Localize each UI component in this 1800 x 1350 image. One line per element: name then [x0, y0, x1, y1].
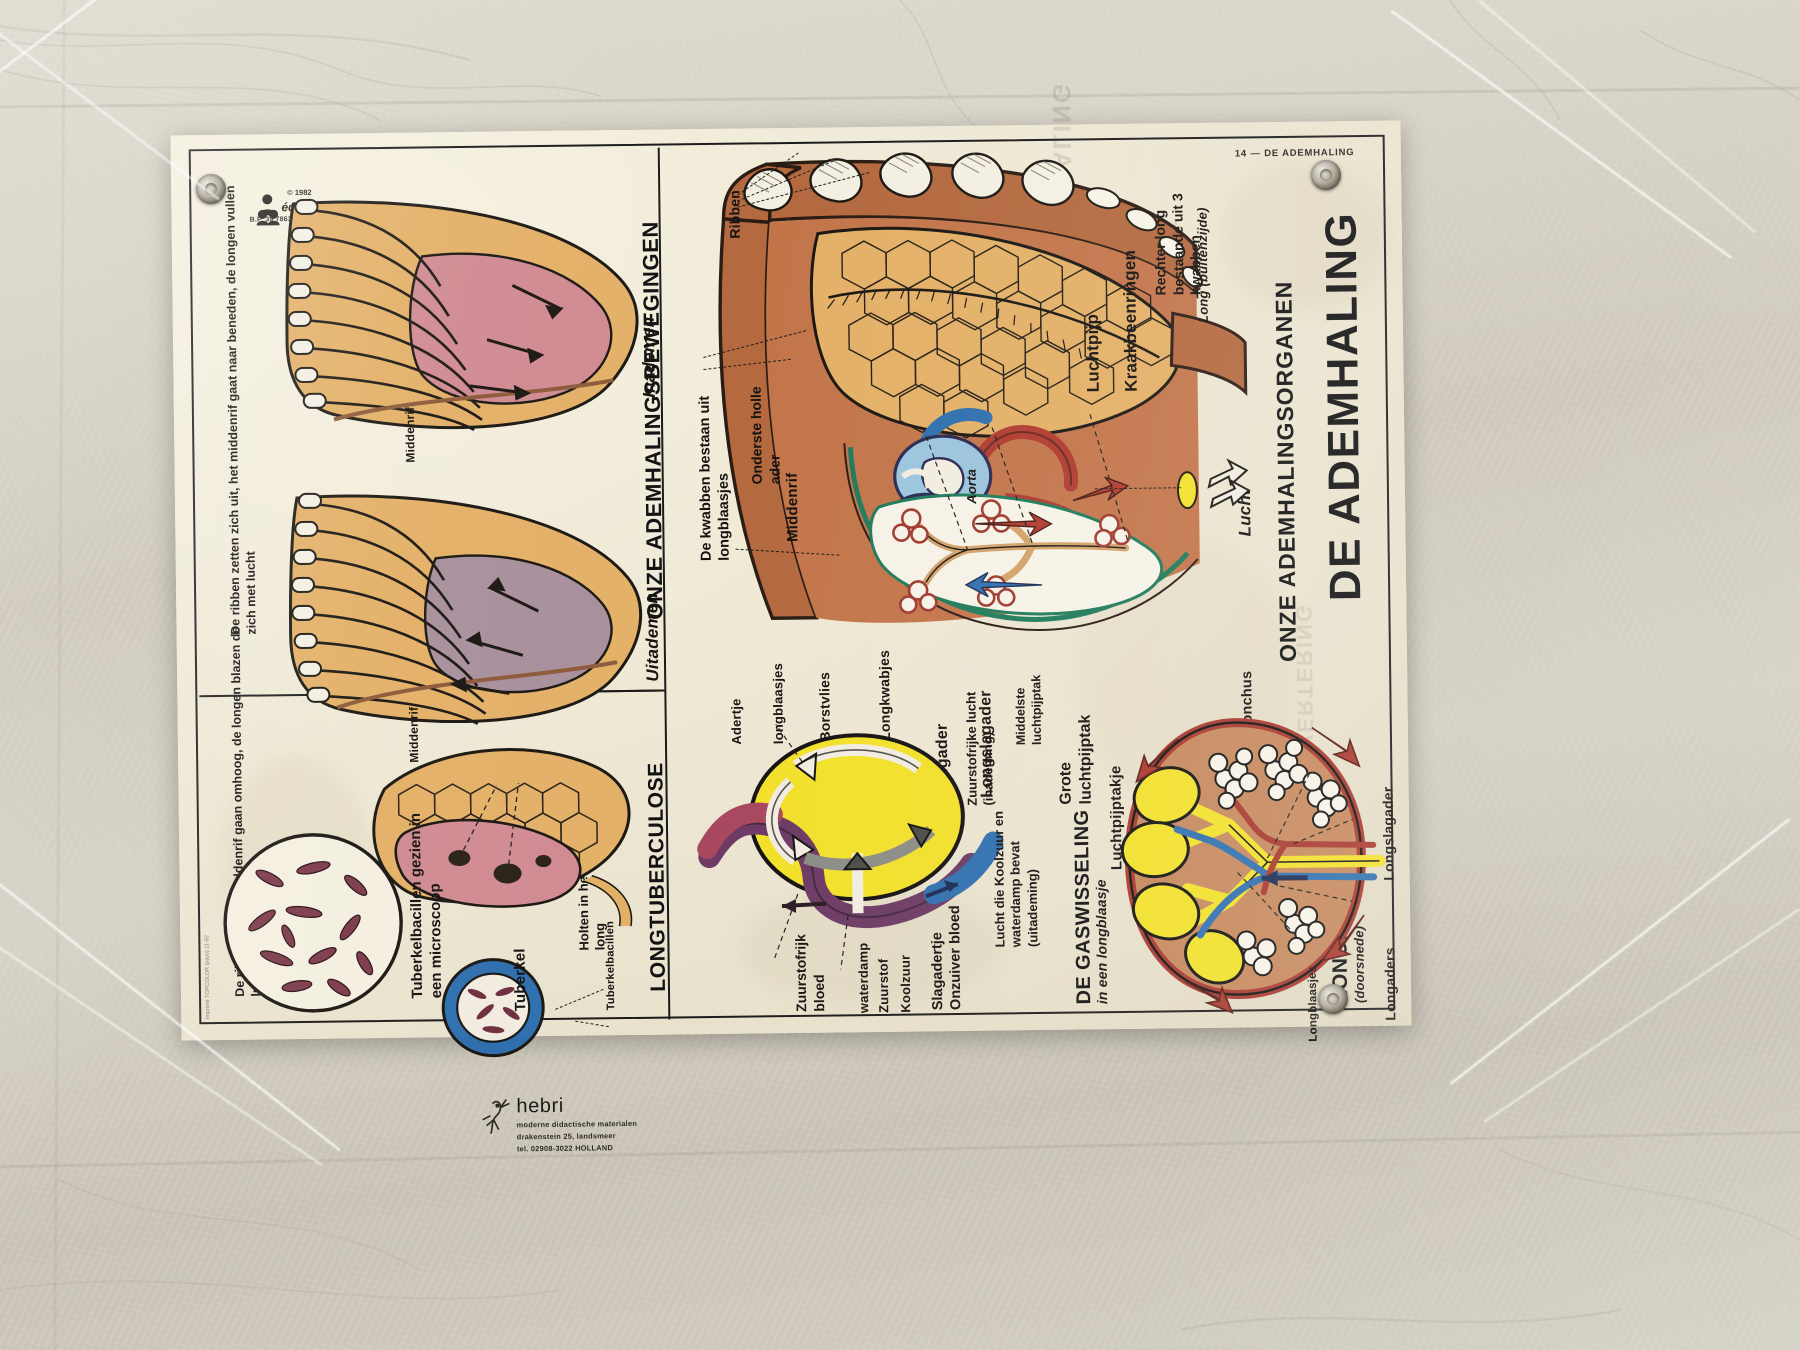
- label-ribben: Ribben: [726, 189, 743, 239]
- hebri-name-text: hebri: [516, 1094, 565, 1118]
- label-middenrif-1: Middenrif: [402, 406, 418, 463]
- luchtpijp-text: Luchtpijp: [1082, 313, 1103, 393]
- label-tuberkelbacillen: Tuberkelbacillen: [604, 921, 617, 1010]
- alveolus-gas-exchange-diagram: [697, 723, 1004, 970]
- label-aorta: Aorta: [963, 468, 980, 504]
- label-tuberkel: Tuberkel: [511, 948, 530, 1012]
- grommet-bottom-right: [1318, 984, 1348, 1014]
- tuberculous-lung-diagram: [372, 748, 633, 927]
- page-title-text: DE ADEMHALING: [1316, 211, 1371, 602]
- anatomical-wall-chart[interactable]: ONZE ADEMHALING HET GEBIT SPIJSVERTERING…: [170, 82, 1412, 1153]
- label-luchtpijp: Luchtpijp: [1083, 314, 1103, 393]
- label-oxygen-rich-blood: Zuurstofrijk bloed: [792, 920, 828, 1012]
- middenrif-main-text: Middenrif: [783, 472, 802, 543]
- label-co2-water-vapour-exhale: Lucht die Koolzuur en waterdamp bevat (u…: [990, 779, 1041, 948]
- tuberculosis-heading-text: LONGTUBERCULOSE: [644, 762, 671, 992]
- kraakbeenringen-text: Kraakbeenringen: [1119, 249, 1141, 392]
- caption-inhale-text: De ribben zetten zich uit, het middenrif…: [223, 185, 259, 635]
- hebri-line3: tel. 02908-3022 HOLLAND: [516, 1142, 614, 1154]
- page-title: DE ADEMHALING: [1317, 212, 1372, 602]
- tuberkel-text: Tuberkel: [511, 948, 530, 1012]
- mdi-people-icon: [256, 194, 280, 226]
- tuberkelbacillen-text: Tuberkelbacillen: [604, 920, 618, 1011]
- onderste-holle-ader-text: Onderste holle ader: [747, 386, 783, 485]
- section-heading-tuberculosis: LONGTUBERCULOSE: [644, 762, 671, 992]
- slagadertje-onzuiver-bloed-text: Slagadertje Onzuiver bloed: [929, 905, 965, 1011]
- page-subtitle: ONZE ADEMHALINGSORGANEN: [1270, 281, 1302, 663]
- grote-luchtpijptak-text: Grote luchtpijptak: [1057, 714, 1095, 805]
- label-arteriole-impure-blood: Slagadertje Onzuiver bloed: [928, 894, 966, 1010]
- aorta-text: Aorta: [963, 468, 980, 504]
- publisher-logo-mdi: [255, 192, 315, 227]
- ribcage-exhale-diagram: [289, 492, 642, 725]
- ribben-text: Ribben: [726, 189, 743, 239]
- long-buitenzijde-text: Long (buitenzijde): [1194, 207, 1211, 324]
- lobule-longblaasjes-text: Longblaasjes: [1306, 965, 1320, 1042]
- label-middelste-luchtpijptak: Middelste luchtpijptak: [1013, 641, 1046, 746]
- page-subtitle-text: ONZE ADEMHALINGSORGANEN: [1270, 280, 1302, 663]
- air-flow-arrows: [1207, 458, 1251, 509]
- kwabben-text: De kwabben bestaan uit longblaasjes: [696, 395, 733, 562]
- thorax-cross-section-diagram: [718, 152, 1248, 632]
- publisher-details-hebri: moderne didactische materialen drakenste…: [517, 1118, 638, 1155]
- hebri-line1: moderne didactische materialen: [516, 1118, 638, 1130]
- label-lobule-longaders: Longaders: [1381, 947, 1400, 1021]
- publisher-name-hebri: hebri: [516, 1095, 564, 1119]
- middelste-luchtpijptak-text: Middelste luchtpijptak: [1013, 674, 1044, 746]
- label-middenrif-main: Middenrif: [783, 472, 803, 543]
- zuurstofrijk-bloed-text: Zuurstofrijk bloed: [792, 934, 827, 1013]
- lung-lobule-cross-section: [1120, 718, 1386, 1015]
- printer-note-text: Imprimé TOPCOLOR (pays) 11-82: [204, 935, 212, 1020]
- gas-exchange-sub-text: in een longblaasje: [1092, 879, 1111, 1005]
- middenrif-1-text: Middenrif: [402, 406, 418, 463]
- label-kwabben-longblaasjes: De kwabben bestaan uit longblaasjes: [695, 365, 734, 561]
- waterdamp-text: waterdamp: [855, 942, 872, 1014]
- label-long-buitenzijde: Long (buitenzijde): [1194, 207, 1211, 324]
- grommet-top-left: [196, 174, 226, 204]
- catalog-number-text: 14 — DE ADEMHALING: [1234, 147, 1355, 160]
- tubercle-disc-diagram: [441, 958, 545, 1058]
- gas-exchange-heading-text: DE GASWISSELING: [1070, 809, 1096, 1005]
- label-kraakbeenringen: Kraakbeenringen: [1120, 250, 1141, 392]
- label-lobule-longslagader: Longslagader: [1379, 786, 1398, 881]
- label-waterdamp: waterdamp: [855, 942, 872, 1014]
- trachea-lumen: [1176, 471, 1199, 510]
- grommet-top-right: [1311, 160, 1341, 190]
- label-koolzuur: Koolzuur: [897, 954, 914, 1013]
- caption-inhale: De ribben zetten zich uit, het middenrif…: [223, 175, 260, 635]
- printer-note: Imprimé TOPCOLOR (pays) 11-82: [204, 935, 211, 1019]
- catalog-number: 14 — DE ADEMHALING: [1235, 147, 1355, 159]
- ribcage-inhale-diagram: [285, 198, 639, 432]
- lobule-longslagader-text: Longslagader: [1379, 786, 1397, 881]
- koolzuur-text: Koolzuur: [897, 954, 914, 1013]
- lobule-longaders-text: Longaders: [1381, 947, 1399, 1021]
- koolzuur-waterdamp-text: Lucht die Koolzuur en waterdamp bevat (u…: [990, 810, 1040, 948]
- label-zuurstof: Zuurstof: [875, 958, 892, 1013]
- label-grote-luchtpijptak: Grote luchtpijptak: [1055, 676, 1097, 805]
- label-onderste-holle-ader: Onderste holle ader: [747, 374, 783, 484]
- zuurstof-text: Zuurstof: [875, 958, 892, 1013]
- subheading-gas-exchange: in een longblaasje: [1092, 879, 1111, 1005]
- hebri-gazelle-icon: [482, 1099, 510, 1135]
- microscope-view-bacilli: [223, 833, 403, 1013]
